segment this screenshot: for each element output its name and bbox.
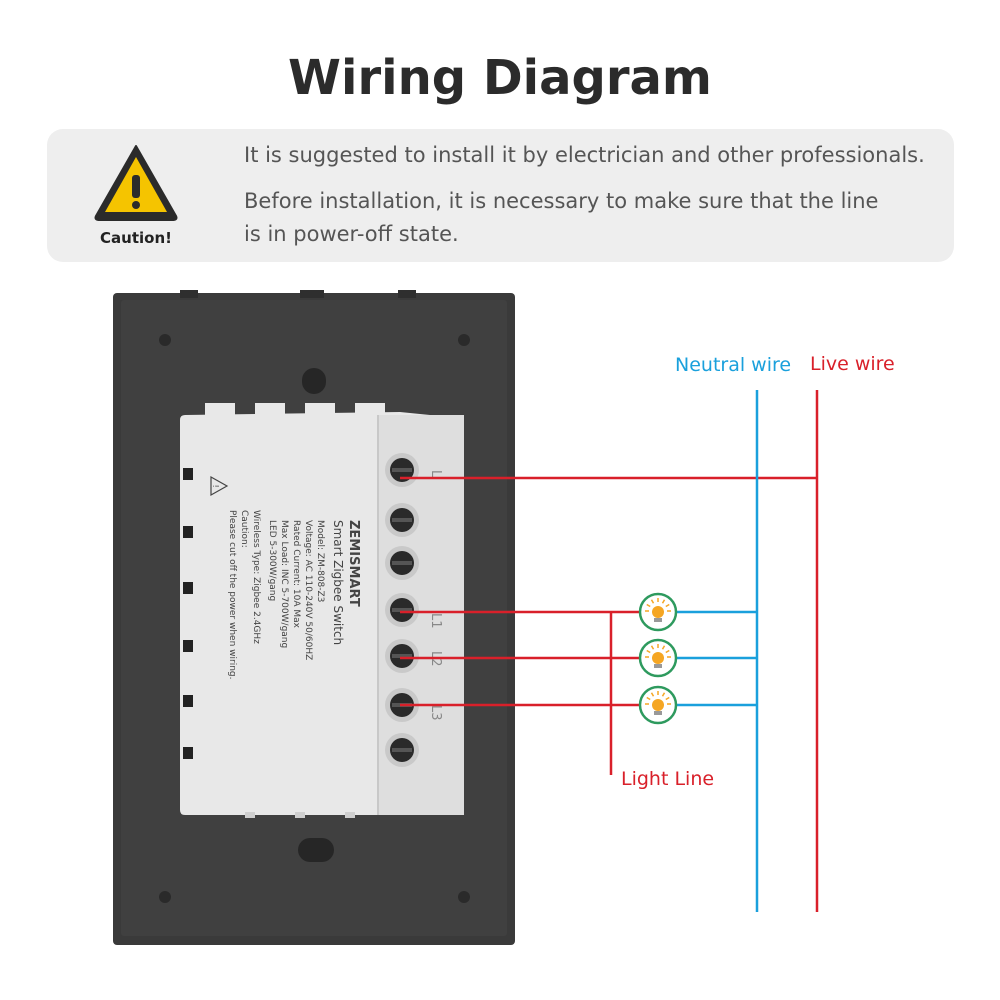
terminal-screw bbox=[385, 593, 419, 627]
terminal-label-l: L bbox=[428, 470, 443, 478]
terminal-label-l3: L3 bbox=[428, 705, 443, 721]
caution-label: Caution! bbox=[100, 229, 172, 247]
live-wire-label: Live wire bbox=[810, 353, 895, 375]
caution-box bbox=[47, 129, 954, 262]
terminal-screw bbox=[385, 453, 419, 487]
current-label: Rated Current: 10A Max bbox=[291, 520, 301, 629]
svg-text:!: ! bbox=[211, 485, 220, 488]
model-label: Model: ZM-808-Z3 bbox=[315, 520, 325, 602]
caution-message-1: It is suggested to install it by electri… bbox=[244, 143, 925, 167]
screw-hole bbox=[458, 334, 470, 346]
screw-hole bbox=[159, 334, 171, 346]
voltage-label: Voltage: AC 110-240V 50/60HZ bbox=[303, 520, 313, 660]
terminal-screw bbox=[385, 639, 419, 673]
caution-small-label: Caution: bbox=[239, 510, 249, 548]
light-bulb-icon bbox=[638, 638, 678, 678]
caution-message-2: Before installation, it is necessary to … bbox=[244, 189, 879, 246]
max-load-label: Max Load: INC 5-700W/gang bbox=[279, 520, 289, 648]
product-label: Smart Zigbee Switch bbox=[331, 520, 345, 645]
page-title: Wiring Diagram bbox=[288, 50, 712, 106]
terminal-screw bbox=[385, 546, 419, 580]
wireless-label: Wireless Type: Zigbee 2.4GHz bbox=[251, 510, 261, 644]
light-bulb-icon bbox=[638, 685, 678, 725]
brand-label: ZEMISMART bbox=[346, 520, 361, 607]
light-line-label: Light Line bbox=[621, 768, 715, 790]
screw-hole bbox=[458, 891, 470, 903]
light-bulb-icon bbox=[638, 592, 678, 632]
terminal-label-l1: L1 bbox=[428, 613, 443, 629]
screw-hole bbox=[159, 891, 171, 903]
led-label: LED 5-300W/gang bbox=[267, 520, 277, 601]
terminal-screw bbox=[385, 503, 419, 537]
warning-icon bbox=[94, 145, 178, 221]
neutral-wire-label: Neutral wire bbox=[675, 354, 792, 376]
module-warning-icon: ! bbox=[210, 475, 229, 497]
terminal-screw bbox=[385, 733, 419, 767]
caution-small-text: Please cut off the power when wiring. bbox=[227, 510, 237, 680]
